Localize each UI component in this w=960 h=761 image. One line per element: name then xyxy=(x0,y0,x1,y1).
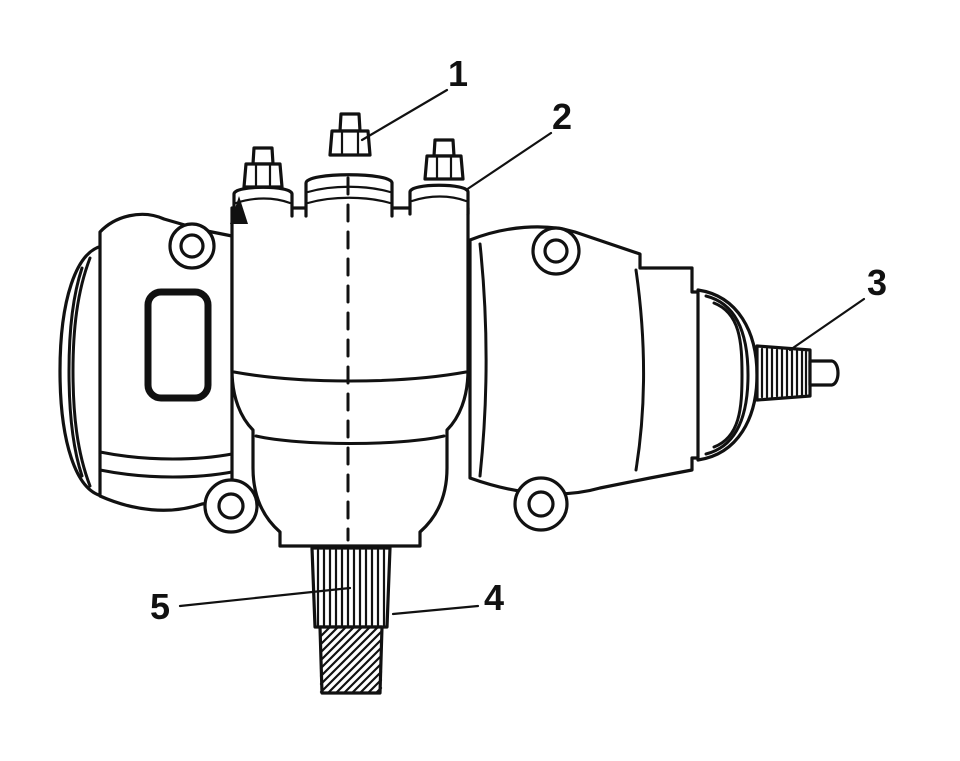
leader-3 xyxy=(788,297,866,352)
left-housing-window xyxy=(144,288,212,402)
left-end-cap xyxy=(58,244,104,498)
mount-hole-bottom-right xyxy=(527,490,555,518)
callout-1-label: 1 xyxy=(448,53,468,94)
right-housing-step-arc-2 xyxy=(634,268,645,472)
left-housing-rib-line-2 xyxy=(98,468,234,479)
leader-4 xyxy=(391,604,480,616)
leader-1 xyxy=(360,88,449,142)
sector-shaft-spline-block xyxy=(310,546,392,629)
left-end-cap-outline xyxy=(58,244,104,498)
top-cylinders xyxy=(232,112,470,218)
center-cylinder-cap-line-2 xyxy=(306,196,392,205)
callout-labels: 1 2 3 4 5 xyxy=(150,53,887,627)
right-housing-outline xyxy=(468,225,702,496)
left-end-cap-rib-2 xyxy=(67,266,84,478)
input-shaft-tip xyxy=(808,359,840,387)
sector-shaft-coupler-hatch xyxy=(319,626,383,694)
mount-hole-bottom-left xyxy=(217,492,245,520)
gear-body-outline xyxy=(230,206,470,548)
left-end-cap-rib-1 xyxy=(71,256,92,488)
center-cylinder xyxy=(304,173,394,218)
right-housing xyxy=(468,225,702,532)
callout-3-label: 3 xyxy=(867,262,887,303)
left-housing-outline xyxy=(98,212,234,512)
left-nut-hex xyxy=(242,162,284,189)
leader-5 xyxy=(178,586,352,608)
callout-5-label: 5 xyxy=(150,586,170,627)
right-cylinder-cap-line xyxy=(410,195,468,203)
callout-4-label: 4 xyxy=(484,577,504,618)
gear-body xyxy=(230,206,470,548)
right-end-cap xyxy=(696,288,759,462)
gear-body-step-curve xyxy=(254,434,446,445)
up-arrow xyxy=(230,196,248,224)
adjuster-nut-hex xyxy=(328,129,372,157)
right-nut-hex xyxy=(423,154,465,181)
callout-leaders xyxy=(178,88,866,616)
right-cylinder xyxy=(408,183,470,216)
mount-hole-top-right xyxy=(543,238,569,264)
left-housing-rib-line-1 xyxy=(98,450,234,461)
left-nut-stud xyxy=(251,146,275,166)
input-shaft xyxy=(755,344,840,402)
callout-2-label: 2 xyxy=(552,96,572,137)
left-mounting-ears xyxy=(168,222,259,534)
adjuster-nut-facets xyxy=(340,129,360,157)
sector-shaft xyxy=(310,546,392,695)
leader-2 xyxy=(464,131,553,192)
right-end-cap-rib-1 xyxy=(704,294,750,456)
gear-body-waist-curve xyxy=(232,370,468,383)
right-end-cap-rib-2 xyxy=(712,301,744,449)
left-housing xyxy=(98,212,234,512)
right-nut-stud xyxy=(432,138,456,158)
right-housing-step-arc-1 xyxy=(478,242,488,478)
left-nut-facets xyxy=(254,162,272,189)
input-shaft-splines xyxy=(760,347,808,399)
right-nut-facets xyxy=(435,154,453,181)
adjuster-nut-stud xyxy=(338,112,362,133)
mount-hole-top-left xyxy=(179,233,205,259)
